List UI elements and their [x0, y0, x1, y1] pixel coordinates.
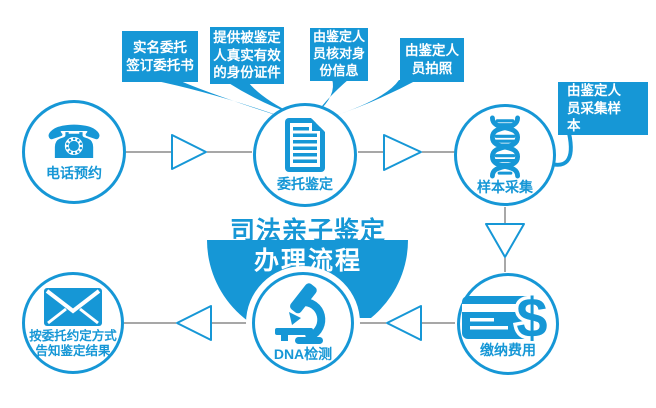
node-label: DNA检测	[273, 345, 333, 362]
callout-text: 签订委托书	[126, 57, 194, 73]
arrow-right-icon	[171, 134, 207, 170]
callout-text: 的身份证件	[213, 65, 281, 81]
callout-text: 本	[567, 118, 581, 134]
callout-text: 人真实有效	[213, 47, 281, 63]
node-label-line1: 按委托约定方式	[29, 329, 117, 344]
dollar-sign-icon: $	[516, 286, 547, 349]
arrow-left-icon	[176, 305, 212, 341]
node-label: 样本采集	[477, 178, 533, 195]
callout-text: 员拍照	[411, 61, 453, 76]
node-pay-fee: $ 缴纳费用	[457, 273, 559, 375]
callout-text: 员采集样	[567, 100, 621, 116]
callout-take-photo: 由鉴定人 员拍照	[400, 38, 464, 82]
arrow-triangles	[171, 134, 525, 341]
callout-text: 由鉴定人	[567, 83, 621, 99]
diagram-title-line1: 司法亲子鉴定	[229, 217, 386, 245]
diagram-title-line2: 办理流程	[253, 247, 362, 275]
node-notify-result: 按委托约定方式 告知鉴定结果	[22, 272, 124, 374]
credit-card-dollar-icon: $	[462, 283, 551, 353]
node-phone-reservation: ☎ 电话预约	[22, 100, 126, 204]
callout-text: 由鉴定人	[405, 43, 459, 59]
node-label: 委托鉴定	[277, 176, 333, 193]
callout-tail	[227, 82, 295, 115]
node-label: 缴纳费用	[480, 342, 536, 359]
callout-tail	[331, 80, 417, 117]
document-icon	[285, 117, 326, 173]
dna-helix-icon	[489, 115, 521, 179]
node-label-line2: 告知鉴定结果	[35, 343, 111, 358]
connector-lines	[124, 151, 506, 324]
callout-text: 提供被鉴定	[213, 30, 281, 46]
arrow-down-icon	[485, 223, 525, 258]
callout-text: 由鉴定人	[312, 29, 365, 45]
microscope-icon	[275, 283, 326, 344]
callout-text: 员核对身	[312, 46, 365, 62]
callout-collect-sample: 由鉴定人 员采集样 本	[558, 82, 648, 135]
node-label: 电话预约	[46, 164, 102, 181]
arrow-right-icon	[383, 134, 422, 171]
callout-provide-id: 提供被鉴定 人真实有效 的身份证件	[210, 27, 284, 84]
phone-icon: ☎	[45, 115, 103, 168]
envelope-icon	[44, 288, 102, 327]
callout-verify-identity: 由鉴定人 员核对身 份信息	[310, 28, 368, 81]
callout-tail	[317, 79, 349, 113]
node-sample-collection: 样本采集	[454, 104, 556, 206]
node-dna-testing: DNA检测	[252, 272, 354, 374]
node-entrust-identification: 委托鉴定	[253, 103, 357, 207]
callout-text: 实名委托	[133, 39, 187, 55]
callout-sign-agreement: 实名委托 签订委托书	[122, 31, 198, 82]
callout-text: 份信息	[319, 62, 359, 78]
arrow-left-icon	[386, 305, 422, 341]
